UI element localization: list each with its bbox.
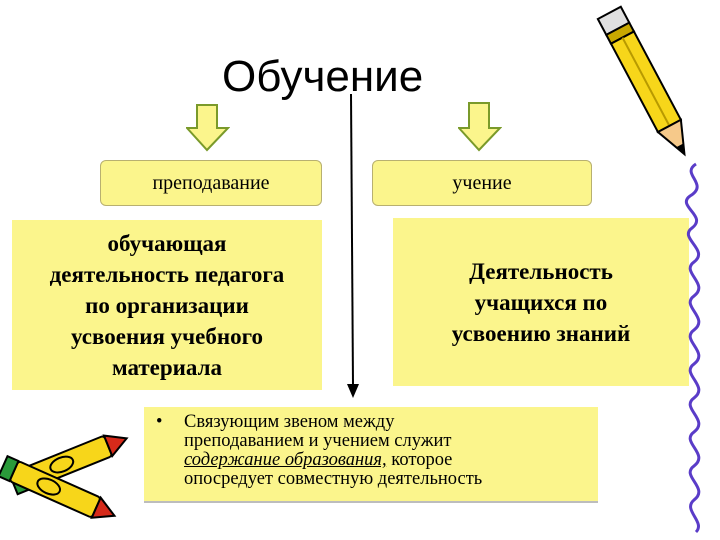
learning-description-line: учащихся по — [474, 289, 608, 315]
teaching-description-line: деятельность педагога — [49, 261, 285, 287]
teaching-description-line: обучающая — [107, 230, 227, 256]
down-arrow-left — [186, 104, 230, 152]
teaching-description-line: усвоения учебного — [71, 323, 263, 349]
note-line: Связующим звеном между — [184, 412, 395, 432]
summary-note: • Связующим звеном между преподаванием и… — [144, 407, 598, 503]
learning-label: учение — [452, 171, 512, 194]
learning-description-box: Деятельность учащихся по усвоению знаний — [393, 218, 689, 386]
note-line: содержание образования, которое — [184, 451, 594, 470]
note-line-rest: которое — [386, 450, 453, 470]
teaching-label-box: преподавание — [100, 160, 322, 206]
learning-description-line: Деятельность — [469, 258, 613, 284]
note-line: преподаванием и учением служит — [184, 431, 452, 451]
pencil-icon — [596, 5, 686, 157]
down-arrow-right — [458, 102, 502, 152]
vertical-divider-arrow — [347, 94, 359, 398]
crayons-icon — [0, 434, 129, 519]
teaching-description-box: обучающая деятельность педагога по орган… — [12, 220, 322, 390]
diagram-title: Обучение — [222, 52, 424, 101]
teaching-description-line: материала — [111, 354, 223, 380]
learning-description-line: усвоению знаний — [451, 320, 631, 346]
teaching-label: преподавание — [152, 171, 270, 194]
learning-label-box: учение — [372, 160, 592, 206]
note-emphasis: содержание образования, — [184, 450, 387, 470]
teaching-description-line: по организации — [85, 292, 249, 318]
bullet: • — [156, 412, 163, 432]
note-line: опосредует совместную деятельность — [184, 469, 483, 489]
squiggle-border-icon — [684, 162, 701, 534]
